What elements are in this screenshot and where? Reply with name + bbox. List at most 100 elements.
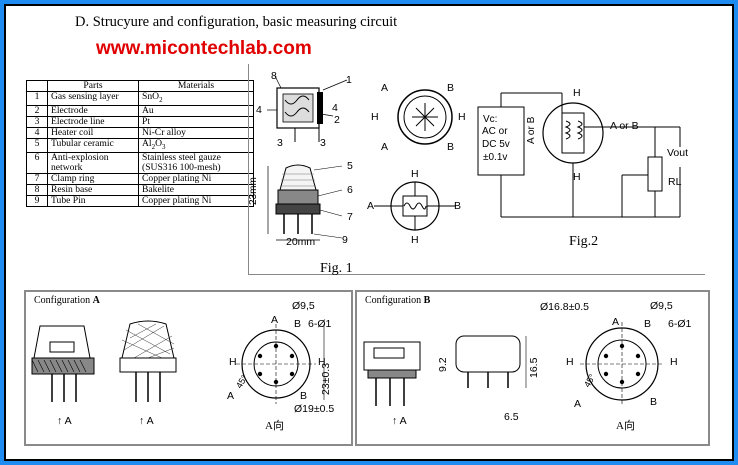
- pin-b-bottom-a: B: [300, 390, 308, 402]
- row-number: 9: [26, 194, 48, 207]
- view-label-a: A向: [265, 420, 284, 432]
- row-number: 2: [26, 104, 48, 117]
- fig1-heater-schematic-drawing: [374, 181, 456, 231]
- dim-23mm: 23mm: [248, 177, 259, 205]
- watermark-url: www.micontechlab.com: [96, 38, 312, 59]
- table-header-cell: Materials: [138, 80, 254, 92]
- supply-line-1: Vc:: [483, 114, 498, 125]
- pin-small-h-bottom: H: [411, 234, 419, 246]
- table-row: 9 Tube Pin Copper plating Ni: [26, 194, 254, 207]
- callout-6: 5: [347, 160, 353, 172]
- callout-4-left: 4: [256, 104, 262, 116]
- pin-a-top-a: A: [271, 314, 279, 326]
- part-name: Tubular ceramic: [47, 137, 139, 153]
- callout-7: 6: [347, 184, 353, 196]
- callout-9: 9: [342, 234, 348, 246]
- view-label-b: A向: [616, 420, 635, 432]
- part-name: Electrode: [47, 104, 139, 117]
- dim-phi9-5-a: Ø9,5: [292, 300, 315, 312]
- pin-small-a-left: A: [367, 200, 375, 212]
- material: SnO2: [138, 91, 254, 106]
- dim-phi19-a: Ø19±0.5: [294, 403, 335, 415]
- fig1-sensor-body-drawing: [267, 164, 343, 241]
- row-number: 8: [26, 183, 48, 196]
- table-row: 6 Anti-explosion network Stainless steel…: [26, 151, 254, 174]
- table-header-cell: Parts: [47, 80, 139, 92]
- config-a-mesh-view-drawing: [119, 320, 177, 402]
- material: Copper plating Ni: [138, 172, 254, 185]
- label-a-or-b-vertical: A or B: [526, 116, 537, 144]
- material: Ni-Cr alloy: [138, 126, 254, 139]
- label-rl: RL: [668, 176, 682, 188]
- row-number: 1: [26, 91, 48, 106]
- pin-label-h-right: H: [458, 111, 466, 123]
- dim-6-5-b: 6.5: [504, 411, 519, 423]
- label-h-top: H: [573, 87, 581, 99]
- callout-5: 8: [271, 70, 277, 82]
- pin-label-h-left: H: [371, 111, 379, 123]
- row-number: 7: [26, 172, 48, 185]
- table-header-row: Parts Materials: [26, 80, 254, 92]
- supply-line-2: AC or: [482, 126, 508, 137]
- callout-3-left: 3: [277, 137, 283, 149]
- pin-h-left-a: H: [229, 356, 237, 368]
- fig1-pin-layout-drawing: [397, 89, 453, 145]
- dim-9-2-b: 9.2: [437, 357, 449, 372]
- label-vout: Vout: [667, 147, 689, 159]
- config-b-body-drawing: [455, 335, 527, 388]
- fig2-circuit-drawing: [477, 92, 681, 218]
- pin-h-right-a: H: [318, 356, 326, 368]
- figure-panel-top: [248, 64, 705, 275]
- part-name: Electrode line: [47, 115, 139, 128]
- pin-b-top-b: B: [644, 318, 652, 330]
- row-number: 6: [26, 151, 48, 174]
- fig1-caption: Fig. 1: [320, 261, 353, 276]
- row-number: 4: [26, 126, 48, 139]
- pin-label-a-top: A: [381, 82, 389, 94]
- fig1-sensor-element-drawing: [267, 75, 348, 142]
- callout-2: 2: [334, 114, 340, 126]
- dim-6-phi1-a: 6-Ø1: [308, 318, 332, 330]
- pin-small-h-top: H: [411, 168, 419, 180]
- material: Pt: [138, 115, 254, 128]
- arrow-a-label-1: ↑ A: [57, 415, 72, 427]
- config-a-top-view-drawing: [236, 324, 325, 404]
- table-row: 3 Electrode line Pt: [26, 115, 254, 128]
- arrow-a-label-2: ↑ A: [139, 415, 154, 427]
- callout-4-right: 4: [332, 102, 338, 114]
- row-number: 5: [26, 137, 48, 153]
- table-row: 2 Electrode Au: [26, 104, 254, 117]
- config-b-title: Configuration B: [365, 295, 431, 306]
- dim-20mm: 20mm: [286, 236, 316, 248]
- material: Stainless steel gauze (SUS316 100-mesh): [138, 151, 254, 174]
- pin-b-top-a: B: [294, 318, 302, 330]
- material: Copper plating Ni: [138, 194, 254, 207]
- config-b-side-view-drawing: [363, 341, 421, 406]
- row-number: 3: [26, 115, 48, 128]
- config-a-panel: [24, 290, 353, 446]
- dim-6-phi1-b: 6-Ø1: [668, 318, 692, 330]
- label-h-bottom: H: [573, 171, 581, 183]
- dim-phi9-5-b: Ø9,5: [650, 300, 673, 312]
- table-row: 7 Clamp ring Copper plating Ni: [26, 172, 254, 185]
- part-name: Tube Pin: [47, 194, 139, 207]
- pin-h-right-b: H: [670, 356, 678, 368]
- pin-small-b-right: B: [454, 200, 462, 212]
- part-name: Anti-explosion network: [47, 151, 139, 174]
- config-a-side-view-drawing: [31, 325, 95, 402]
- material: Au: [138, 104, 254, 117]
- table-row: 8 Resin base Bakelite: [26, 183, 254, 196]
- table-row: 1 Gas sensing layer SnO2: [26, 91, 254, 106]
- fig2-caption: Fig.2: [569, 234, 599, 249]
- part-name: Clamp ring: [47, 172, 139, 185]
- part-name: Heater coil: [47, 126, 139, 139]
- pin-b-bottom-b: B: [650, 396, 658, 408]
- material: Al2O3: [138, 137, 254, 153]
- table-row: 4 Heater coil Ni-Cr alloy: [26, 126, 254, 139]
- pin-a-bottom-a: A: [227, 390, 235, 402]
- label-a-or-b-right: A or B: [610, 120, 639, 132]
- callout-3-right: 3: [320, 137, 326, 149]
- pin-label-b-bottom: B: [447, 141, 455, 153]
- config-b-top-view-drawing: [580, 322, 664, 406]
- config-b-panel: [355, 290, 710, 446]
